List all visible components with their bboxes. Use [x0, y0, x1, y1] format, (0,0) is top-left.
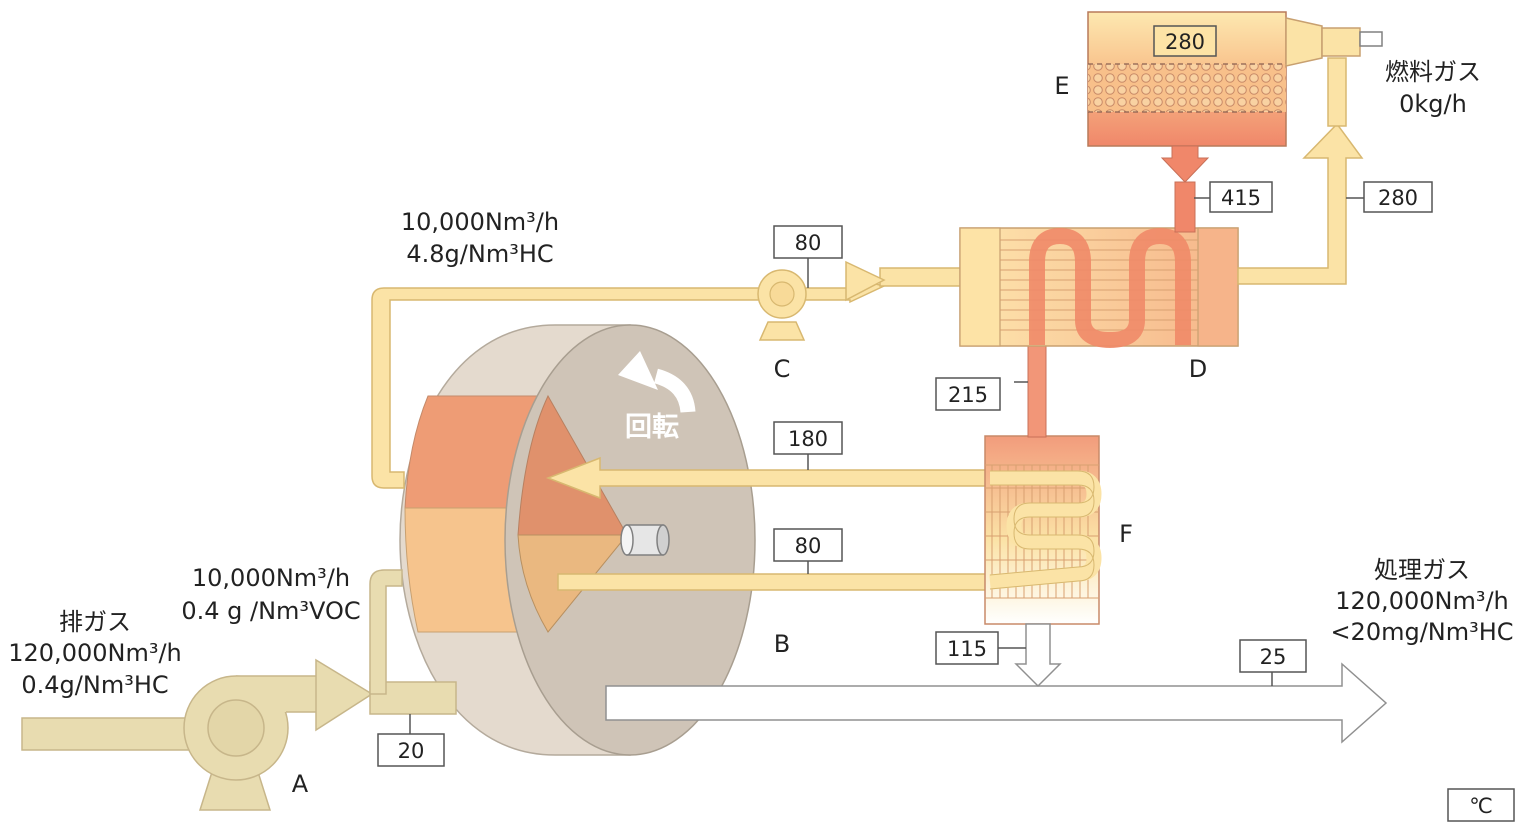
svg-text:25: 25: [1260, 645, 1287, 669]
treated-title: 処理ガス: [1374, 556, 1470, 584]
inlet-annotation: 排ガス 120,000Nm³/h 0.4g/Nm³HC: [8, 608, 182, 699]
treated-conc: <20mg/Nm³HC: [1330, 618, 1513, 646]
preheated-duct-upper: [1327, 57, 1347, 127]
concentrated-annotation: 10,000Nm³/h 4.8g/Nm³HC: [401, 208, 559, 268]
adsorption-feed-flow: 10,000Nm³/h: [192, 564, 350, 592]
fuel-flow: 0kg/h: [1399, 90, 1467, 118]
temp-box-hx-f-exhaust: 115: [935, 631, 999, 665]
svg-text:115: 115: [947, 637, 987, 661]
duct-arrow-to-hx-d: [845, 260, 886, 302]
temp-box-hot-air: 180: [773, 421, 843, 455]
treated-gas-arrow: [605, 662, 1388, 744]
svg-text:280: 280: [1378, 186, 1418, 210]
fan-c-icon: [757, 269, 807, 341]
hx-d-coil: [1029, 227, 1191, 349]
wheel-hub: [620, 524, 670, 556]
svg-text:℃: ℃: [1469, 794, 1493, 818]
preheated-duct: [1237, 122, 1364, 285]
svg-text:20: 20: [398, 739, 425, 763]
cooling-air-duct: [557, 573, 991, 591]
temp-box-cooling-air: 80: [773, 528, 843, 562]
treated-annotation: 処理ガス 120,000Nm³/h <20mg/Nm³HC: [1330, 556, 1513, 646]
concentrated-conc: 4.8g/Nm³HC: [406, 240, 553, 268]
inlet-duct: [21, 569, 457, 811]
temp-box-hx-d-inlet: 415: [1209, 181, 1273, 213]
adsorption-feed-annotation: 10,000Nm³/h 0.4 g /Nm³VOC: [181, 564, 360, 625]
inlet-conc: 0.4g/Nm³HC: [21, 671, 168, 699]
label-b: B: [774, 630, 790, 658]
svg-text:415: 415: [1221, 186, 1261, 210]
temp-box-preheated: 280: [1363, 181, 1433, 213]
svg-text:280: 280: [1165, 30, 1205, 54]
label-c: C: [774, 355, 791, 383]
inlet-flow: 120,000Nm³/h: [8, 639, 182, 667]
duct-to-hx-d: [879, 267, 963, 287]
catalyst-bed: [1088, 64, 1286, 112]
svg-text:180: 180: [788, 427, 828, 451]
desorption-hot-air-arrow: [545, 456, 991, 500]
inlet-title: 排ガス: [59, 608, 131, 636]
hx-f-coil: [989, 470, 1102, 590]
label-f: F: [1119, 520, 1133, 548]
hot-duct-e-to-d: [1174, 181, 1196, 233]
temp-box-inlet: 20: [377, 733, 445, 767]
leader-lines: [409, 197, 1364, 734]
fan-a-icon: [183, 675, 326, 811]
concentrated-gas-duct: [371, 277, 887, 489]
rotation-label: 回転: [625, 412, 679, 443]
fuel-annotation: 燃料ガス 0kg/h: [1385, 58, 1481, 118]
rotation-arrow-icon: [618, 351, 696, 413]
label-d: D: [1189, 355, 1207, 383]
heat-exchanger-d: [959, 227, 1239, 349]
svg-text:215: 215: [948, 383, 988, 407]
temp-box-combustor: 280: [1153, 25, 1217, 57]
svg-text:80: 80: [795, 534, 822, 558]
burner-icon: [1285, 17, 1383, 67]
fuel-label: 燃料ガス: [1385, 58, 1481, 86]
adsorption-feed-conc: 0.4 g /Nm³VOC: [181, 597, 360, 625]
temp-box-treated: 25: [1239, 639, 1307, 673]
svg-text:80: 80: [795, 231, 822, 255]
hot-gas-arrow-e-to-d: [1160, 145, 1210, 183]
heat-exchanger-f: [984, 435, 1102, 625]
label-a: A: [292, 770, 309, 798]
concentrated-flow: 10,000Nm³/h: [401, 208, 559, 236]
adsorption-branch-duct: [369, 569, 403, 695]
hx-f-exhaust-arrow: [1014, 623, 1062, 688]
temp-box-hx-d-outlet: 215: [935, 377, 1001, 411]
label-e: E: [1054, 72, 1069, 100]
temp-box-concentrated: 80: [773, 225, 843, 259]
hot-duct-d-to-f: [1027, 344, 1047, 438]
treated-flow: 120,000Nm³/h: [1335, 587, 1509, 615]
units-box: ℃: [1447, 788, 1515, 822]
